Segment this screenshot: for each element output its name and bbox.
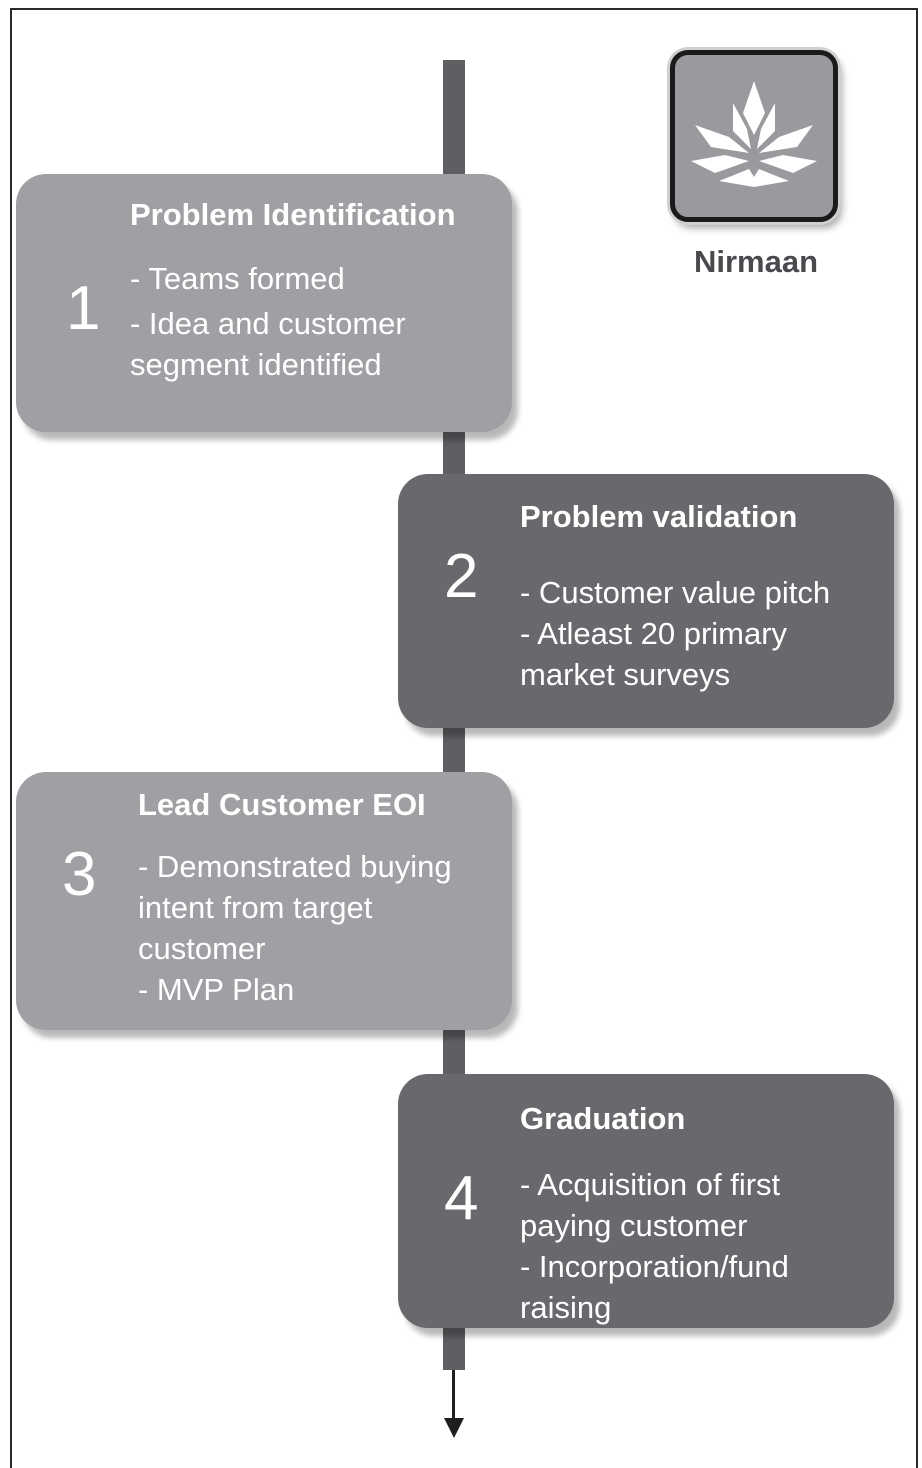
step-line: - Idea and customer bbox=[130, 306, 406, 341]
step-line: segment identified bbox=[130, 347, 382, 382]
step-title: Graduation bbox=[520, 1101, 686, 1136]
step-line: - Acquisition of first bbox=[520, 1167, 781, 1202]
step-number: 2 bbox=[444, 542, 479, 611]
step-line: market surveys bbox=[520, 657, 731, 692]
step-number: 1 bbox=[66, 274, 101, 343]
step-line: - Atleast 20 primary bbox=[520, 616, 788, 651]
lotus-logo-icon bbox=[670, 50, 838, 222]
step-line: - Incorporation/fund bbox=[520, 1249, 789, 1284]
step-line: - Demonstrated buying bbox=[138, 849, 452, 884]
step-description: - Acquisition of first paying customer -… bbox=[520, 1164, 789, 1328]
step-line: paying customer bbox=[520, 1208, 748, 1243]
step-title: Lead Customer EOI bbox=[138, 787, 426, 822]
step-3-box: 3 Lead Customer EOI - Demonstrated buyin… bbox=[16, 772, 512, 1030]
step-title: Problem Identification bbox=[130, 197, 456, 232]
step-line: customer bbox=[138, 931, 266, 966]
step-line: - MVP Plan bbox=[138, 972, 295, 1007]
step-number: 3 bbox=[62, 840, 97, 909]
step-2-box: 2 Problem validation - Customer value pi… bbox=[398, 474, 894, 728]
step-description: - Demonstrated buying intent from target… bbox=[138, 846, 452, 1010]
step-number: 4 bbox=[444, 1164, 479, 1233]
step-line: - Customer value pitch bbox=[520, 575, 831, 610]
logo-label: Nirmaan bbox=[693, 244, 819, 279]
step-line: intent from target bbox=[138, 890, 373, 925]
step-title: Problem validation bbox=[520, 499, 798, 534]
step-description: - Teams formed - Idea and customer segme… bbox=[130, 258, 406, 385]
step-description: - Customer value pitch - Atleast 20 prim… bbox=[520, 572, 830, 695]
step-4-box: 4 Graduation - Acquisition of first payi… bbox=[398, 1074, 894, 1328]
arrow-down-icon bbox=[444, 1418, 464, 1438]
step-line: - Teams formed bbox=[130, 261, 345, 296]
step-1-box: 1 Problem Identification - Teams formed … bbox=[16, 174, 512, 432]
timeline-arrow-line bbox=[452, 1370, 455, 1422]
figure-frame bbox=[10, 8, 918, 1468]
nirmaan-logo: Nirmaan bbox=[670, 50, 840, 290]
step-line: raising bbox=[520, 1290, 612, 1325]
